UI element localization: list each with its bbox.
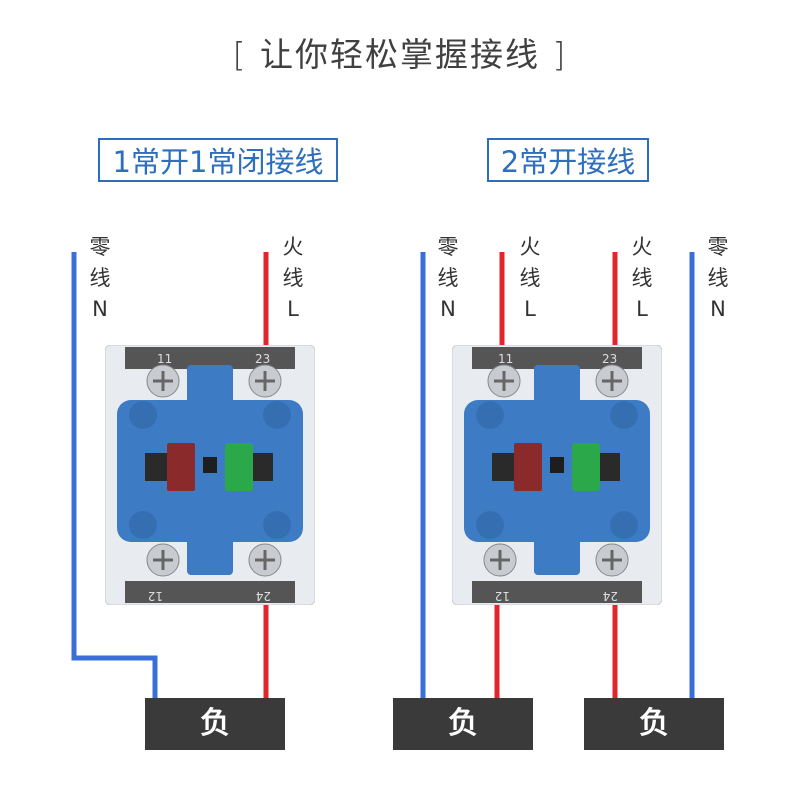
terminal-12-label: 12 [495,589,510,603]
nc-contact-indicator [167,443,195,491]
terminal-24-label: 24 [256,589,271,603]
no-contact-indicator [572,443,600,491]
neutral-wire-left [71,252,158,700]
terminal-11-label: 11 [498,352,513,366]
section-label-nc-no: 1常开1常闭接线 [98,138,338,182]
nc-contact-indicator [514,443,542,491]
terminal-24-label: 24 [603,589,618,603]
contact-block-right: 11 23 12 24 [452,345,662,605]
section-label-2no: 2常开接线 [487,138,649,182]
load-box-right-1: 负载 [393,698,533,793]
page-title: [ 让你轻松掌握接线 ] [232,35,568,74]
terminal-11-label: 11 [157,352,172,366]
terminal-23-label: 23 [255,352,270,366]
contact-block-left: 11 23 12 24 [105,345,315,605]
load-box-left: 负载 [145,698,285,793]
terminal-23-label: 23 [602,352,617,366]
terminal-12-label: 12 [148,589,163,603]
no-contact-indicator [225,443,253,491]
load-box-right-2: 负载 [584,698,724,793]
